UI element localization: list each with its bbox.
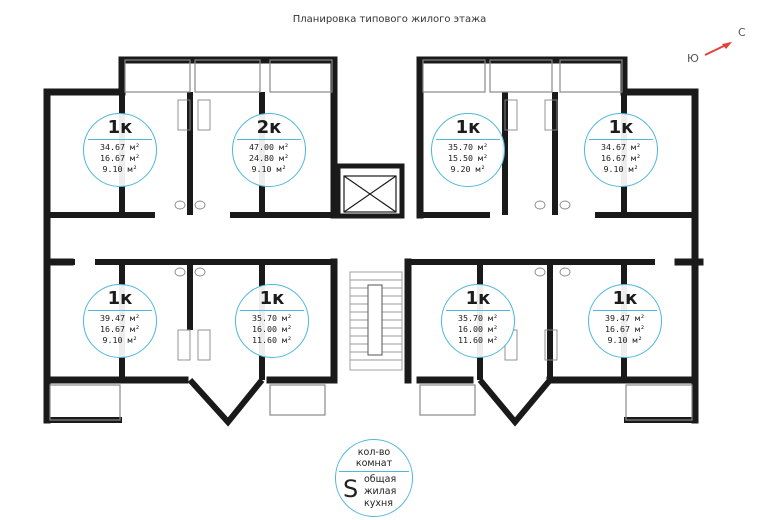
apartment-badge[interactable]: 1к 34.67 м² 16.67 м² 9.10 м² — [584, 113, 658, 187]
living-area: 16.67 м² — [605, 324, 645, 335]
total-area: 35.70 м² — [252, 313, 292, 324]
legend-badge: кол-во комнат S общая жилая кухня — [335, 439, 413, 517]
total-area: 35.70 м² — [458, 313, 498, 324]
divider — [589, 139, 653, 141]
apartment-badge[interactable]: 1к 35.70 м² 16.00 м² 11.60 м² — [235, 284, 309, 358]
balconies — [49, 59, 693, 421]
total-area: 47.00 м² — [249, 142, 289, 153]
total-area: 34.67 м² — [100, 142, 140, 153]
kitchen-area: 9.10 м² — [102, 164, 138, 175]
legend-rooms-label-2: комнат — [355, 458, 393, 469]
elevator-shaft — [335, 163, 405, 219]
room-count: 1к — [612, 288, 638, 309]
room-count: 1к — [465, 288, 491, 309]
legend-total: общая — [364, 474, 397, 485]
apartment-badge[interactable]: 1к 39.47 м² 16.67 м² 9.10 м² — [83, 284, 157, 358]
plan-title: Планировка типового жилого этажа — [292, 14, 487, 25]
legend-kitchen: кухня — [364, 498, 393, 509]
apartment-badge[interactable]: 2к 47.00 м² 24.80 м² 9.10 м² — [232, 113, 306, 187]
kitchen-area: 9.10 м² — [603, 164, 639, 175]
total-area: 35.70 м² — [448, 142, 488, 153]
divider — [237, 139, 301, 141]
room-count: 1к — [107, 117, 133, 138]
bay-windows — [187, 377, 553, 427]
room-count: 2к — [256, 117, 282, 138]
kitchen-area: 9.10 м² — [102, 335, 138, 346]
kitchen-area: 9.20 м² — [450, 164, 486, 175]
room-count: 1к — [259, 288, 285, 309]
outer-walls — [43, 56, 704, 424]
living-area: 24.80 м² — [249, 153, 289, 164]
legend-rooms-label-1: кол-во — [357, 447, 391, 458]
divider — [88, 139, 152, 141]
legend-area-symbol: S — [343, 475, 359, 503]
apartment-badge[interactable]: 1к 35.70 м² 15.50 м² 9.20 м² — [431, 113, 505, 187]
kitchen-area: 11.60 м² — [252, 335, 292, 346]
divider — [240, 310, 304, 312]
room-count: 1к — [608, 117, 634, 138]
staircase — [349, 271, 403, 371]
living-area: 16.67 м² — [601, 153, 641, 164]
kitchen-area: 9.10 м² — [251, 164, 287, 175]
compass-arrow — [704, 42, 732, 56]
apartment-badge[interactable]: 1к 35.70 м² 16.00 м² 11.60 м² — [441, 284, 515, 358]
room-count: 1к — [455, 117, 481, 138]
total-area: 39.47 м² — [100, 313, 140, 324]
kitchen-area: 9.10 м² — [607, 335, 643, 346]
living-area: 16.67 м² — [100, 153, 140, 164]
legend-living: жилая — [364, 486, 397, 497]
divider — [436, 139, 500, 141]
living-area: 15.50 м² — [448, 153, 488, 164]
compass-south: Ю — [687, 52, 699, 65]
total-area: 34.67 м² — [601, 142, 641, 153]
divider — [88, 310, 152, 312]
living-area: 16.67 м² — [100, 324, 140, 335]
total-area: 39.47 м² — [605, 313, 645, 324]
legend-divider — [339, 471, 409, 473]
compass-north: С — [738, 26, 746, 39]
apartment-badge[interactable]: 1к 39.47 м² 16.67 м² 9.10 м² — [588, 284, 662, 358]
room-count: 1к — [107, 288, 133, 309]
divider — [446, 310, 510, 312]
kitchen-area: 11.60 м² — [458, 335, 498, 346]
living-area: 16.00 м² — [252, 324, 292, 335]
apartment-badge[interactable]: 1к 34.67 м² 16.67 м² 9.10 м² — [83, 113, 157, 187]
living-area: 16.00 м² — [458, 324, 498, 335]
divider — [593, 310, 657, 312]
fixtures — [174, 99, 571, 361]
